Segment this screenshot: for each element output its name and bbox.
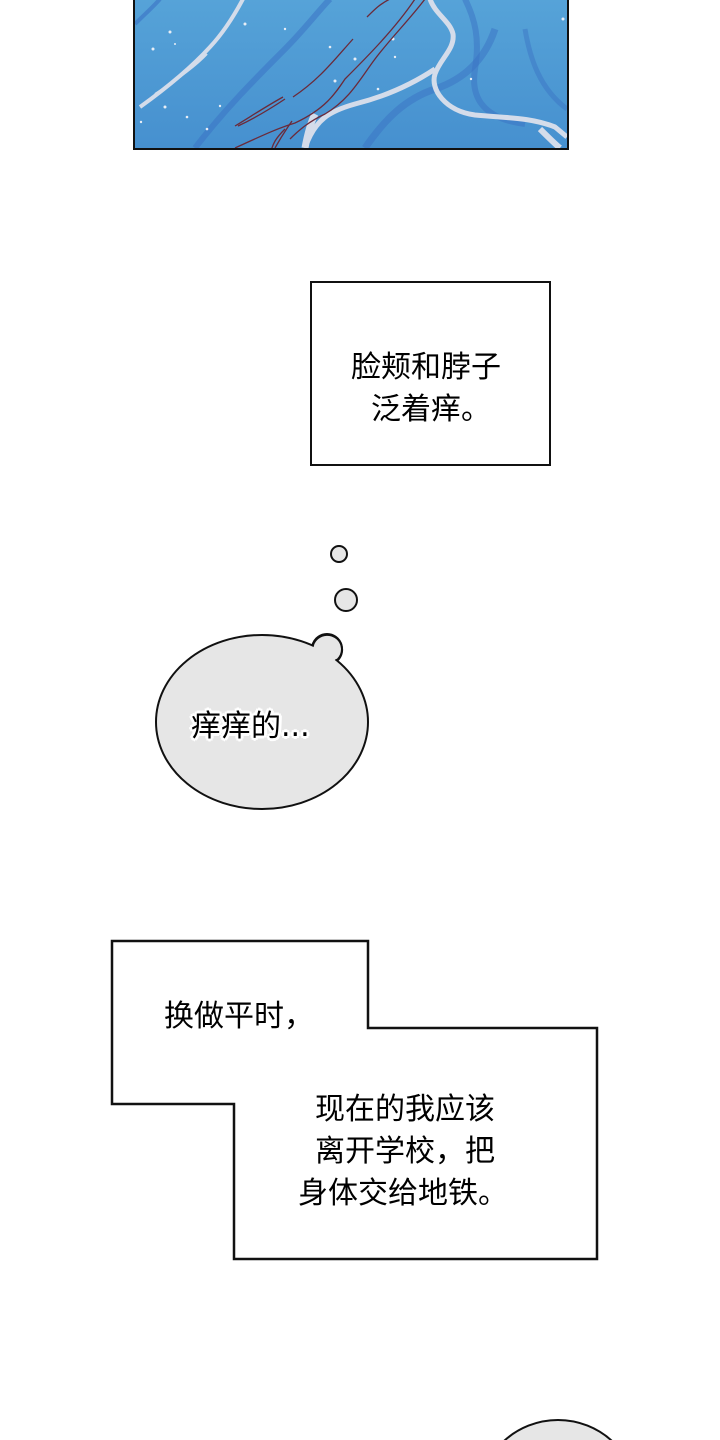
caption-line: 离开学校，把	[315, 1134, 495, 1169]
caption-line: 换做平时，	[164, 999, 314, 1034]
water-art-panel	[133, 0, 569, 150]
caption-line: 泛着痒。	[371, 392, 491, 427]
thought-bubble-text: 痒痒的...	[191, 709, 310, 744]
thought-bubble-body	[155, 634, 369, 810]
caption-line: 身体交给地铁。	[298, 1176, 508, 1211]
narration-caption-box: 脸颊和脖子 泛着痒。	[310, 281, 551, 466]
water-illustration	[135, 0, 567, 148]
caption-line: 现在的我应该	[315, 1092, 495, 1127]
thought-dot-medium	[334, 588, 358, 612]
thought-bubble-seam	[313, 635, 341, 663]
thought-dot-small	[330, 545, 348, 563]
caption-line: 脸颊和脖子	[351, 350, 501, 385]
